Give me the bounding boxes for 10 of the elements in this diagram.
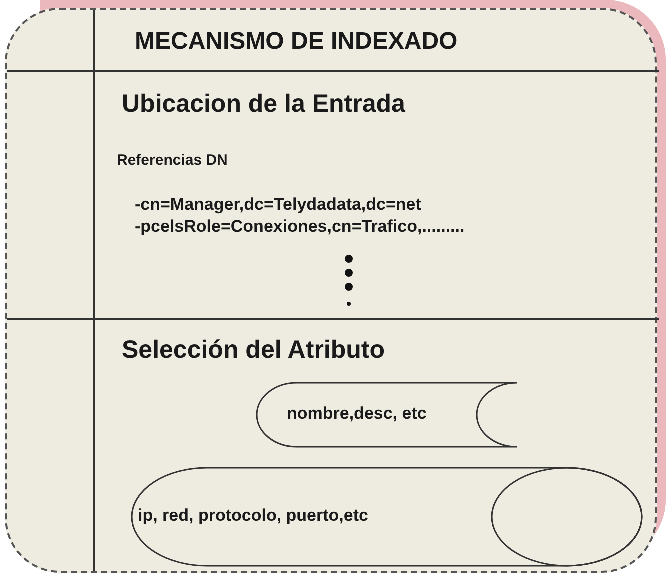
cylinder-label: ip, red, protocolo, puerto,etc bbox=[138, 506, 368, 526]
panel-heading: MECANISMO DE INDEXADO bbox=[135, 28, 458, 56]
dn-entry: -cn=Manager,dc=Telydadata,dc=net bbox=[135, 195, 422, 215]
section-heading: Selección del Atributo bbox=[122, 336, 386, 365]
cylinder-label: nombre,desc, etc bbox=[287, 404, 427, 424]
section-heading: Ubicacion de la Entrada bbox=[122, 90, 406, 119]
panel-box bbox=[5, 8, 657, 573]
subheading: Referencias DN bbox=[117, 152, 228, 169]
cylinder-shape bbox=[132, 467, 642, 567]
dn-entry: -pcelsRole=Conexiones,cn=Trafico,......... bbox=[135, 217, 465, 237]
